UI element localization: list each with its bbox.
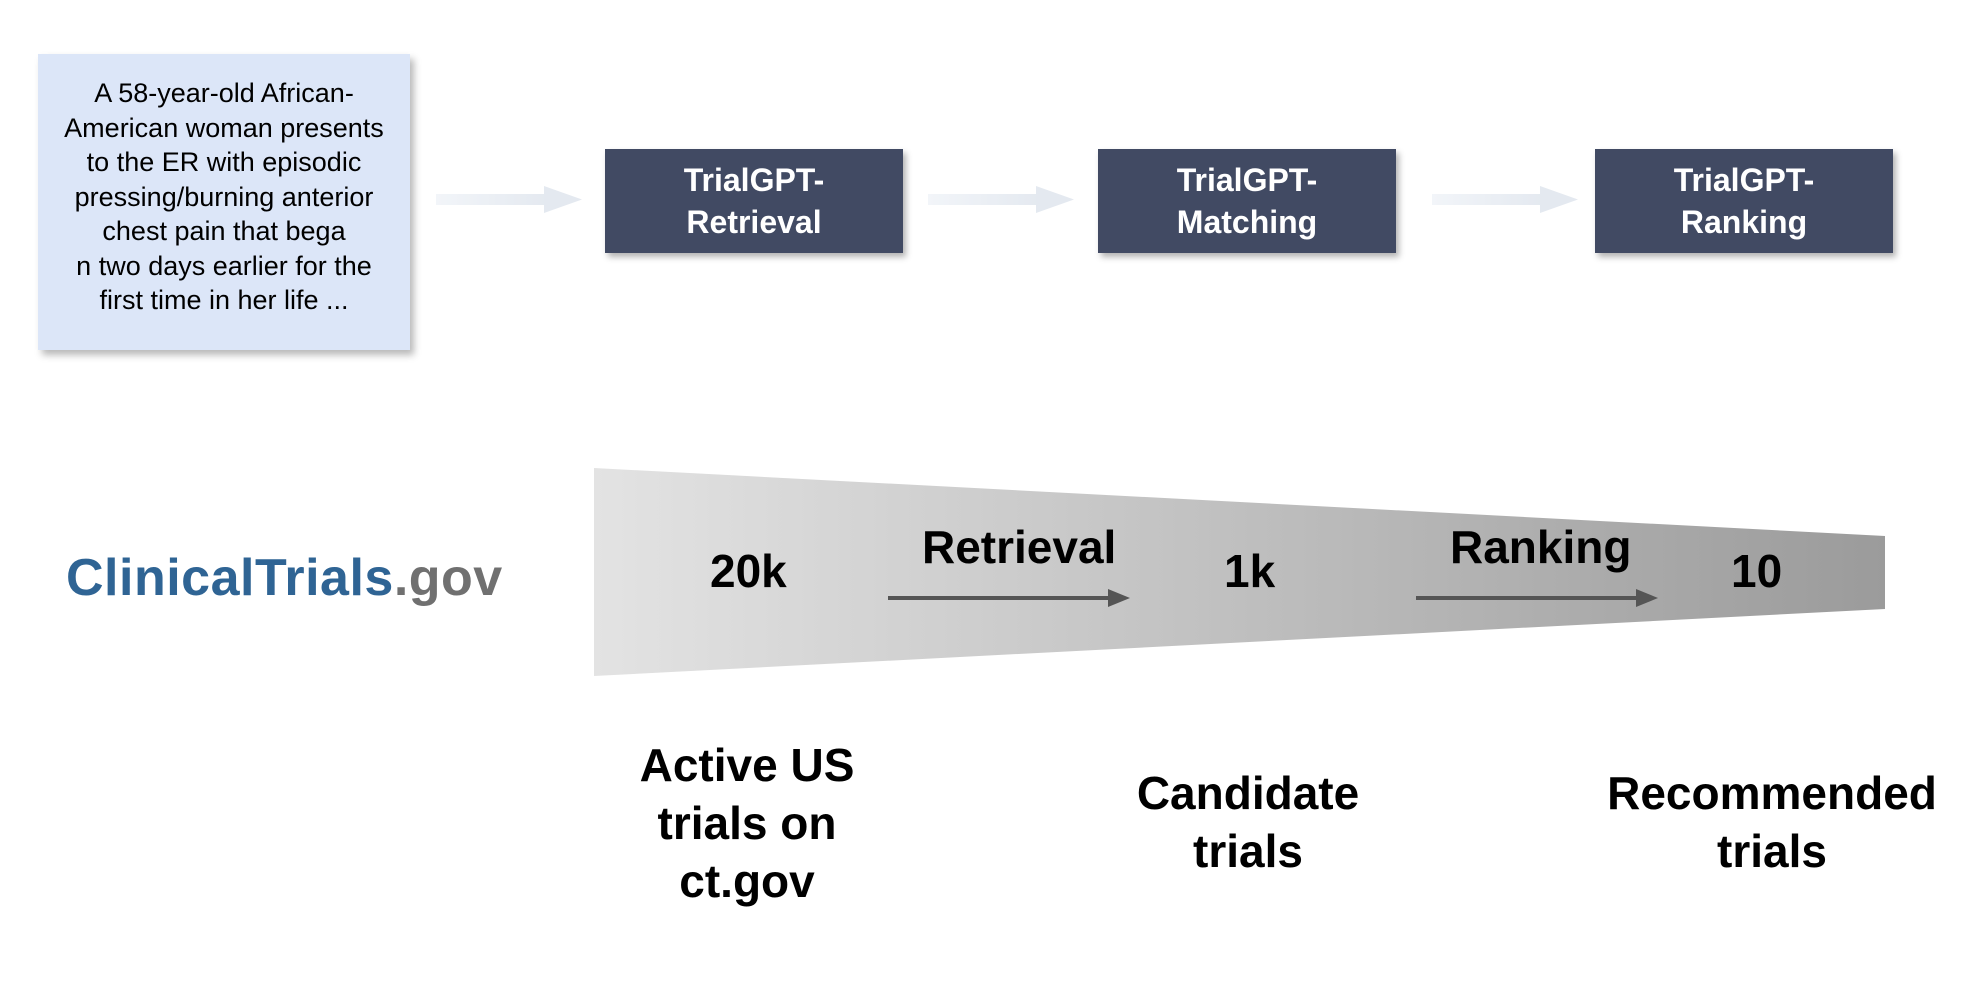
module-label: TrialGPT- [1673,162,1815,198]
retrieval-step-label: Retrieval [922,521,1117,573]
logo-brand: ClinicalTrials [66,549,394,607]
patient-note-line: n two days earlier for the [76,250,372,281]
module-label: TrialGPT- [683,162,825,198]
patient-note-line: to the ER with episodic [86,147,362,177]
module-label: TrialGPT- [1176,162,1318,198]
module-label: Ranking [1680,204,1808,240]
patient-note-line: A 58-year-old African- [94,78,354,108]
caption-line: Candidate [1136,767,1360,819]
caption-line: Active US [639,739,855,791]
retrieval-step-arrow [888,589,1130,607]
caption-line: trials on [657,797,837,849]
trialgpt-matching-box: TrialGPT- Matching [1098,149,1396,253]
caption-line: trials [1193,825,1303,877]
patient-note-line: pressing/burning anterior [74,181,374,212]
ranking-step-label: Ranking [1450,521,1632,573]
module-label: Matching [1176,204,1318,240]
pipeline-arrow-3 [1432,186,1578,213]
caption-line: trials [1717,825,1827,877]
caption-line: Recommended [1607,767,1937,819]
caption-candidate-trials: Candidate trials [1098,764,1398,880]
funnel-shape [594,468,1885,676]
count-20k: 20k [710,545,787,597]
trialgpt-ranking-box: TrialGPT- Ranking [1595,149,1893,253]
logo-tld: .gov [393,549,503,607]
patient-note-line: American woman presents [64,112,384,143]
caption-recommended-trials: Recommended trials [1594,764,1950,880]
patient-note-line: chest pain that bega [102,216,346,246]
trialgpt-retrieval-box: TrialGPT- Retrieval [605,149,903,253]
caption-active-us-trials: Active US trials on ct.gov [597,736,897,910]
patient-note-line: first time in her life ... [99,285,349,315]
caption-line: ct.gov [679,855,815,907]
patient-note-card: A 58-year-old African- American woman pr… [38,54,410,350]
clinicaltrials-gov-logo: ClinicalTrials.gov [66,548,503,608]
count-10: 10 [1731,545,1783,597]
module-label: Retrieval [686,204,822,240]
pipeline-arrow-1 [436,186,582,213]
ranking-step-arrow [1416,589,1658,607]
pipeline-arrow-2 [928,186,1074,213]
count-1k: 1k [1224,545,1276,597]
